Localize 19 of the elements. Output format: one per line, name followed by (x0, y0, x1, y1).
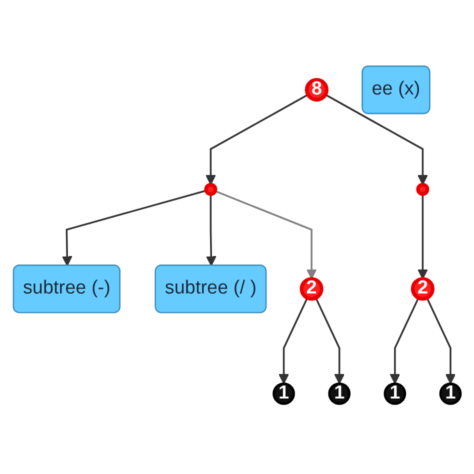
arrow (418, 194, 428, 280)
node-circle: 1 (439, 382, 462, 405)
node-circle: 1 (328, 382, 351, 405)
node-circle: 2 (410, 277, 435, 301)
node-circle: 8 (304, 78, 328, 102)
node-circle: 1 (272, 382, 295, 405)
arrow (390, 298, 420, 384)
node-circle: 2 (300, 277, 324, 301)
arrow (325, 94, 428, 186)
arrow (62, 190, 206, 266)
node-circle: 1 (384, 382, 406, 405)
arrow (206, 94, 308, 186)
arrow (278, 298, 308, 384)
arrow (214, 190, 317, 280)
arrow (426, 298, 456, 384)
arrow (206, 194, 216, 266)
arrow (315, 298, 345, 384)
node-circle (204, 182, 218, 196)
node-circle (416, 182, 430, 196)
